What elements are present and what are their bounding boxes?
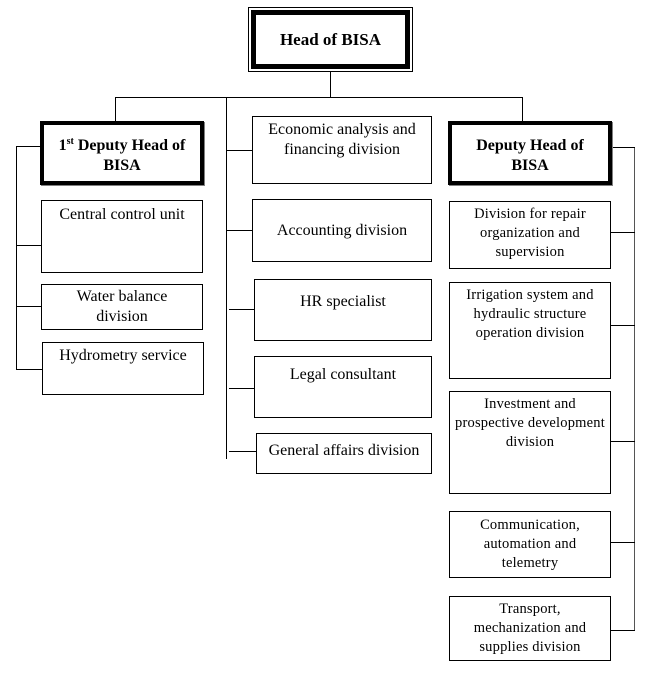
node-communication-automation-telemetry: Communication, automation and telemetry: [449, 511, 611, 578]
connector-general: [229, 451, 256, 452]
connector-hr: [229, 309, 254, 310]
node-label: Transport, mechanization and supplies di…: [473, 601, 587, 655]
connector-hydrometry: [16, 369, 42, 370]
node-label: Central control unit: [59, 206, 185, 223]
node-hr-specialist: HR specialist: [254, 279, 432, 341]
connector-transport: [610, 630, 635, 631]
node-label: Communication, automation and telemetry: [480, 517, 580, 571]
node-repair-organization-division: Division for repair organization and sup…: [449, 201, 611, 269]
node-first-deputy-head: 1st Deputy Head of BISA: [40, 121, 204, 185]
connector-irrigation: [610, 325, 635, 326]
connector-communication: [610, 542, 635, 543]
node-hydrometry-service: Hydrometry service: [42, 342, 204, 395]
node-label: Economic analysis and financing division: [268, 121, 416, 158]
connector-repair: [610, 232, 635, 233]
node-label: Hydrometry service: [59, 347, 187, 364]
node-label: Head of BISA: [279, 29, 382, 49]
node-label: Legal consultant: [289, 366, 397, 383]
node-label: Investment and prospective development d…: [455, 396, 605, 450]
node-label: Deputy Head of BISA: [476, 137, 584, 174]
connector-top-bar: [115, 97, 523, 98]
connector-right-spine: [634, 147, 635, 631]
connector-first-deputy-left: [16, 146, 41, 147]
node-transport-mechanization-division: Transport, mechanization and supplies di…: [449, 596, 611, 661]
node-investment-development-division: Investment and prospective development d…: [449, 391, 611, 494]
node-label-rest: Deputy Head of BISA: [73, 137, 186, 174]
node-deputy-head: Deputy Head of BISA: [448, 121, 612, 185]
node-label: Accounting division: [276, 222, 408, 239]
connector-to-first-deputy: [115, 97, 116, 122]
connector-legal: [229, 388, 254, 389]
connector-economic: [226, 150, 252, 151]
node-legal-consultant: Legal consultant: [254, 356, 432, 418]
connector-to-deputy: [522, 97, 523, 122]
node-label-sup: st: [66, 136, 74, 147]
connector-water-balance: [16, 306, 41, 307]
node-central-control-unit: Central control unit: [41, 200, 203, 273]
node-water-balance-division: Water balance division: [41, 284, 203, 330]
connector-accounting: [226, 230, 252, 231]
node-economic-analysis-division: Economic analysis and financing division: [252, 116, 432, 184]
node-label: HR specialist: [300, 293, 386, 310]
node-irrigation-operation-division: Irrigation system and hydraulic structur…: [449, 282, 611, 379]
node-label: Water balance division: [76, 288, 168, 325]
node-label: Irrigation system and hydraulic structur…: [466, 287, 594, 341]
node-label: General affairs division: [268, 442, 420, 459]
node-head-of-bisa: Head of BISA: [248, 7, 413, 72]
node-label: Division for repair organization and sup…: [474, 206, 586, 260]
connector-central-control: [16, 245, 41, 246]
connector-deputy-right: [611, 147, 635, 148]
node-general-affairs-division: General affairs division: [256, 433, 432, 474]
connector-left-spine: [16, 146, 17, 370]
node-accounting-division: Accounting division: [252, 199, 432, 262]
connector-investment: [608, 441, 635, 442]
node-label-prefix: 1: [58, 137, 67, 154]
connector-root-down: [330, 71, 331, 98]
connector-center-spine: [226, 97, 227, 459]
